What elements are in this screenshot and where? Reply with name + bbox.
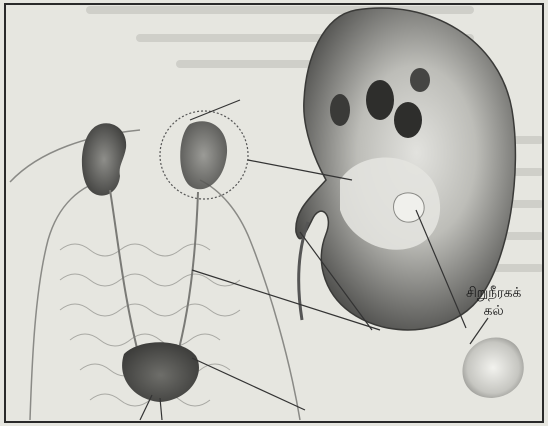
ureters — [110, 190, 198, 360]
right-kidney-small — [180, 121, 227, 189]
extracted-stone — [462, 337, 523, 398]
bladder — [122, 342, 199, 402]
kidney-stone-label: சிறுநீரகக் கல் — [466, 284, 521, 320]
left-kidney — [82, 123, 126, 195]
kidney-stone-label-line2: கல் — [466, 302, 521, 320]
kidney-stone-label-line1: சிறுநீரகக் — [466, 284, 521, 302]
